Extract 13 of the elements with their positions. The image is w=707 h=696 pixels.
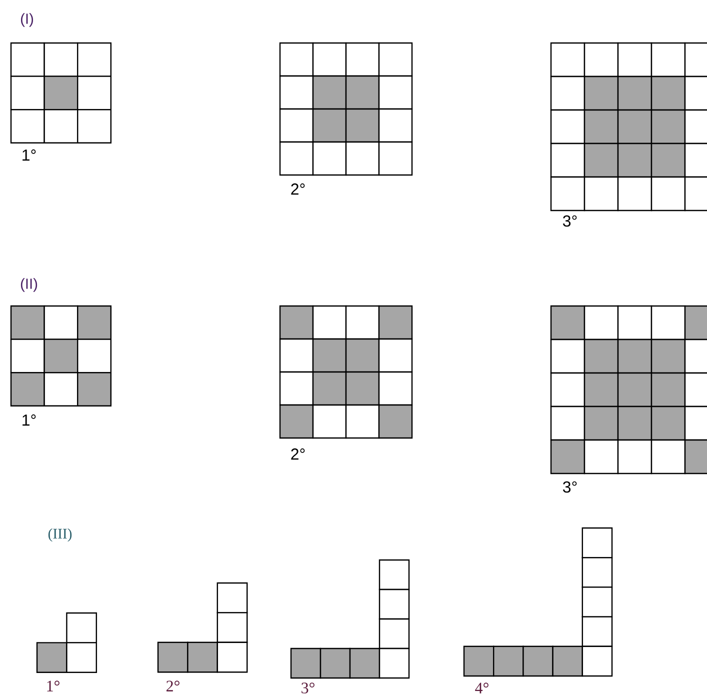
figure-number: 2° [291, 183, 305, 195]
section-label: (III) [48, 528, 72, 542]
figure-number: 2° [166, 680, 180, 692]
section-label: (I) [20, 13, 34, 27]
figure-number: 4° [475, 682, 488, 694]
figure-number: 3° [302, 682, 314, 694]
figure-number: 3° [562, 215, 577, 227]
figure-number: 1° [47, 680, 60, 692]
figure-number: 1° [22, 414, 36, 426]
section-label: (II) [20, 278, 38, 292]
figure-number: 3° [562, 481, 577, 493]
figure-number: 2° [291, 448, 305, 460]
figure-number: 1° [22, 149, 36, 161]
